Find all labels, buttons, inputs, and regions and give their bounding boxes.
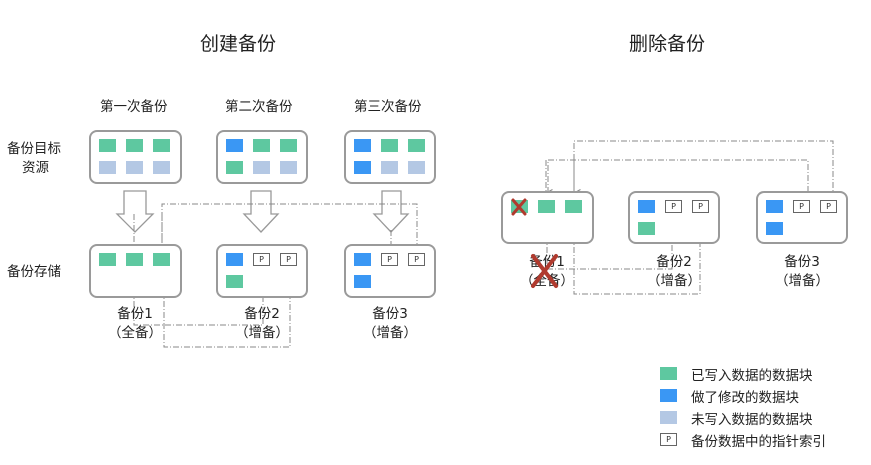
block-written xyxy=(565,200,582,213)
block-written xyxy=(538,200,555,213)
pointer-index-block: P xyxy=(793,200,810,213)
source-box-third xyxy=(344,130,436,184)
legend-swatch-written xyxy=(660,367,677,380)
block-modified xyxy=(354,139,371,152)
block-empty xyxy=(153,161,170,174)
down-arrow-1 xyxy=(115,190,155,233)
down-arrow-2 xyxy=(242,190,280,233)
row-label-source-line1: 备份目标 xyxy=(7,141,61,157)
block-modified xyxy=(354,253,371,266)
pointer-index-block: P xyxy=(665,200,682,213)
legend-swatch-empty xyxy=(660,411,677,424)
storage-box-backup3: P P xyxy=(344,244,436,298)
delete-caption-backup3: 备份3 （增备） xyxy=(775,254,829,289)
block-written xyxy=(280,139,297,152)
block-modified xyxy=(354,161,371,174)
caption-backup2: 备份2 （增备） xyxy=(235,306,289,341)
block-empty xyxy=(408,161,425,174)
legend-swatch-pointer: P xyxy=(660,433,677,446)
block-written xyxy=(126,139,143,152)
block-written xyxy=(408,139,425,152)
block-written xyxy=(99,253,116,266)
down-arrow-3 xyxy=(372,190,410,233)
source-box-second xyxy=(216,130,308,184)
block-modified xyxy=(638,200,655,213)
pointer-index-block: P xyxy=(381,253,398,266)
column-second-backup: 第二次备份 xyxy=(225,99,293,115)
block-modified xyxy=(354,275,371,288)
delete-box-backup2: P P xyxy=(628,191,720,244)
block-empty xyxy=(253,161,270,174)
storage-box-backup1 xyxy=(89,244,182,298)
pointer-index-block: P xyxy=(280,253,297,266)
column-first-backup: 第一次备份 xyxy=(100,99,168,115)
block-empty xyxy=(381,161,398,174)
storage-box-backup2: P P xyxy=(216,244,308,298)
block-modified xyxy=(766,200,783,213)
block-written xyxy=(153,139,170,152)
block-written xyxy=(511,200,528,213)
delete-caption-backup1: 备份1 （全备） xyxy=(520,254,574,289)
delete-caption-backup2: 备份2 （增备） xyxy=(647,254,701,289)
pointer-index-block: P xyxy=(408,253,425,266)
block-written xyxy=(638,222,655,235)
delete-box-backup3: P P xyxy=(756,191,848,244)
row-label-source-line2: 资源 xyxy=(22,160,49,176)
block-written xyxy=(126,253,143,266)
block-written xyxy=(253,139,270,152)
pointer-link-bottom xyxy=(163,268,291,348)
column-third-backup: 第三次备份 xyxy=(354,99,422,115)
caption-backup3: 备份3 （增备） xyxy=(363,306,417,341)
block-modified xyxy=(226,139,243,152)
caption-backup1: 备份1 （全备） xyxy=(108,306,162,341)
legend-swatch-modified xyxy=(660,389,677,402)
pointer-index-block: P xyxy=(820,200,837,213)
block-modified xyxy=(766,222,783,235)
create-backup-title: 创建备份 xyxy=(200,33,277,55)
delete-pointer-top xyxy=(573,140,834,204)
block-empty xyxy=(280,161,297,174)
row-label-storage: 备份存储 xyxy=(7,264,61,280)
block-written xyxy=(153,253,170,266)
pointer-index-block: P xyxy=(253,253,270,266)
block-written xyxy=(99,139,116,152)
delete-backup-title: 删除备份 xyxy=(629,33,706,55)
pointer-index-block: P xyxy=(692,200,709,213)
block-written xyxy=(226,161,243,174)
source-box-first xyxy=(89,130,182,184)
block-modified xyxy=(226,253,243,266)
block-empty xyxy=(99,161,116,174)
block-written xyxy=(381,139,398,152)
block-written xyxy=(226,275,243,288)
block-empty xyxy=(126,161,143,174)
delete-box-backup1 xyxy=(501,191,594,244)
